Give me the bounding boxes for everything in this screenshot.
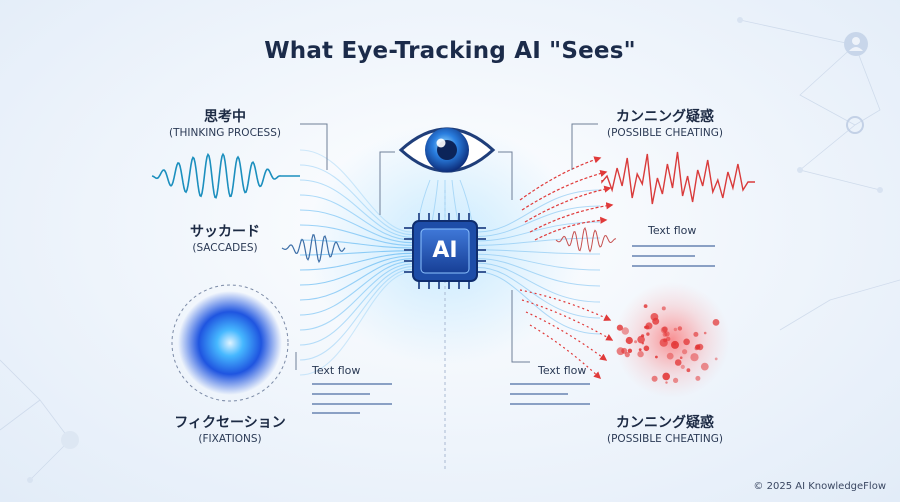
network-nodes	[27, 17, 883, 483]
left-flow-lines	[299, 149, 413, 376]
text-flow-lines-left	[312, 383, 392, 414]
label-fixations: フィクセーション (FIXATIONS)	[150, 414, 310, 447]
network-decoration	[0, 19, 900, 481]
text-flow-lines-right-top	[632, 245, 715, 267]
label-cheating-bottom: カンニング疑惑 (POSSIBLE CHEATING)	[590, 414, 740, 447]
text-flow-left-label: Text flow	[312, 364, 361, 377]
label-cheating-top: カンニング疑惑 (POSSIBLE CHEATING)	[590, 108, 740, 141]
connector-lines	[295, 123, 598, 370]
copyright-text: © 2025 AI KnowledgeFlow	[753, 481, 886, 492]
text-flow-lines-right-bottom	[510, 383, 590, 405]
text-flow-right-bottom-label: Text flow	[538, 364, 587, 377]
ai-chip-icon	[404, 213, 486, 289]
red-arrow-lines	[519, 156, 614, 379]
eye-icon	[398, 127, 496, 173]
label-cheating-top-jp: カンニング疑惑	[616, 109, 714, 125]
label-thinking: 思考中 (THINKING PROCESS)	[150, 108, 300, 141]
label-saccades-jp: サッカード	[190, 224, 260, 240]
cheating-wave	[601, 151, 755, 205]
thinking-wave	[151, 152, 300, 199]
user-icon	[844, 32, 868, 56]
ai-chip-label: AI	[432, 238, 458, 263]
label-thinking-en: (THINKING PROCESS)	[169, 127, 281, 139]
saccade-wave	[281, 234, 346, 264]
label-fixations-jp: フィクセーション	[174, 415, 286, 431]
label-cheating-bottom-jp: カンニング疑惑	[616, 415, 714, 431]
label-saccades-en: (SACCADES)	[192, 242, 258, 254]
label-saccades: サッカード (SACCADES)	[160, 223, 290, 256]
fixation-glow	[171, 284, 289, 402]
label-fixations-en: (FIXATIONS)	[198, 433, 262, 445]
text-flow-right-top-label: Text flow	[648, 224, 697, 237]
page-title: What Eye-Tracking AI "Sees"	[264, 38, 636, 64]
small-red-wave	[555, 227, 617, 253]
label-thinking-jp: 思考中	[204, 109, 246, 125]
scatter-cluster	[614, 282, 730, 398]
right-flow-lines	[477, 189, 601, 335]
label-cheating-bottom-en: (POSSIBLE CHEATING)	[607, 433, 723, 445]
label-cheating-top-en: (POSSIBLE CHEATING)	[607, 127, 723, 139]
